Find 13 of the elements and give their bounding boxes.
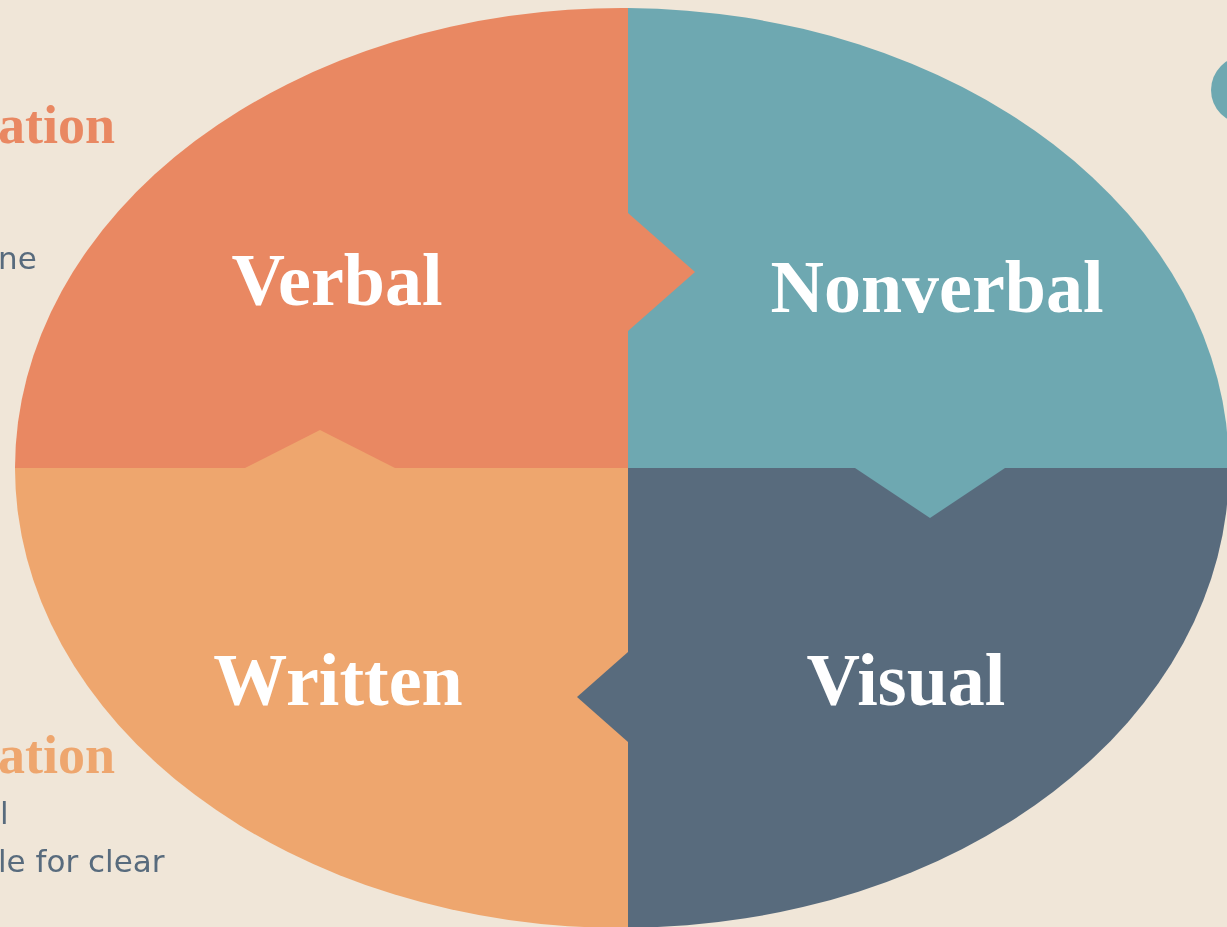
- quadrant-label: Nonverbal: [770, 250, 1104, 324]
- quadrant-label: Visual: [806, 643, 1006, 717]
- quadrant-label: Written: [213, 643, 463, 717]
- arrow-chevron: [577, 652, 628, 742]
- body-text: l: [0, 798, 9, 829]
- arrow-chevron: [628, 213, 695, 331]
- arrow-chevron: [855, 468, 1005, 518]
- heading-text: ation: [0, 98, 116, 152]
- quadrant-label: Verbal: [231, 243, 443, 317]
- arrow-chevron: [245, 430, 395, 468]
- heading-text: ation: [0, 728, 116, 782]
- body-text: ne: [0, 243, 37, 274]
- body-text: le for clear: [0, 846, 165, 877]
